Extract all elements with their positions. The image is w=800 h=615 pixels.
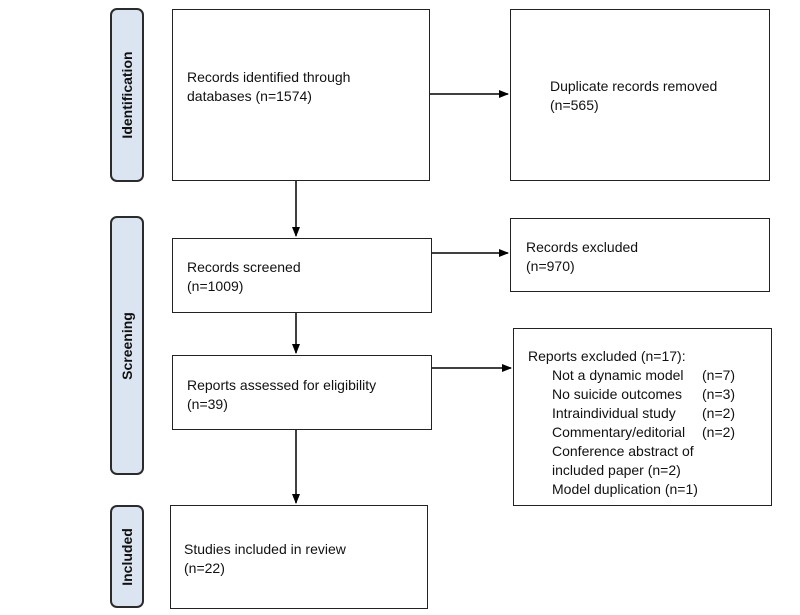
reports-excluded-list: Not a dynamic model (n=7) No suicide out… [552,366,735,499]
records-screened-line1: Records screened [187,259,301,275]
duplicates-removed-line1: Duplicate records removed [550,78,718,94]
duplicates-removed-box: Duplicate records removed (n=565) [510,9,770,181]
exclusion-reason: Commentary/editorial (n=2) [552,424,736,440]
phase-identification: Identification [110,8,144,182]
studies-included-box: Studies included in review (n=22) [170,505,428,609]
reports-assessed-line2: (n=39) [187,396,228,412]
exclusion-reason: No suicide outcomes (n=3) [552,386,736,402]
exclusion-reason: Model duplication (n=1) [552,481,698,497]
records-excluded-line1: Records excluded [526,239,639,255]
exclusion-reason: Conference abstract of [552,443,694,459]
records-identified-line1: Records identified through [187,69,351,85]
records-identified-box: Records identified through databases (n=… [172,9,430,181]
exclusion-reason: included paper (n=2) [552,462,681,478]
studies-included-line1: Studies included in review [184,541,346,557]
reports-excluded-box: Reports excluded (n=17): Not a dynamic m… [513,328,772,506]
records-excluded-box: Records excluded (n=970) [510,218,770,292]
records-screened-line2: (n=1009) [187,278,244,294]
records-screened-box: Records screened (n=1009) [172,238,432,313]
exclusion-reason: Not a dynamic model (n=7) [552,367,736,383]
records-excluded-line2: (n=970) [526,258,575,274]
reports-assessed-box: Reports assessed for eligibility (n=39) [172,355,432,430]
records-identified-line2: databases (n=1574) [187,88,312,104]
reports-assessed-line1: Reports assessed for eligibility [187,377,377,393]
reports-excluded-header: Reports excluded (n=17): [528,348,686,364]
phase-screening: Screening [110,216,144,475]
duplicates-removed-line2: (n=565) [550,97,599,113]
exclusion-reason: Intraindividual study (n=2) [552,405,736,421]
phase-included: Included [110,505,144,608]
studies-included-line2: (n=22) [184,560,225,576]
